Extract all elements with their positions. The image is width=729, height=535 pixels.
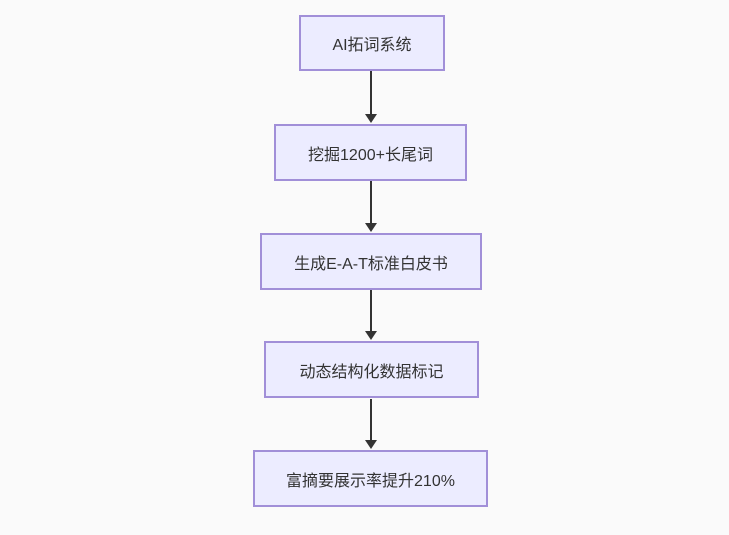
flow-node-label: 挖掘1200+长尾词 — [308, 146, 433, 164]
arrowhead-down-icon — [365, 331, 377, 340]
flow-node-label: 富摘要展示率提升210% — [286, 472, 455, 490]
arrowhead-down-icon — [365, 223, 377, 232]
flow-node-label: 动态结构化数据标记 — [299, 363, 444, 381]
arrow-line — [370, 290, 372, 331]
arrow-line — [370, 181, 372, 223]
flow-arrow-3 — [365, 290, 377, 340]
arrow-line — [370, 399, 372, 440]
flow-arrow-4 — [365, 399, 377, 449]
arrowhead-down-icon — [365, 440, 377, 449]
flow-arrow-1 — [365, 71, 377, 123]
flow-node-eat-whitepaper: 生成E-A-T标准白皮书 — [260, 233, 482, 290]
arrow-line — [370, 71, 372, 114]
flow-node-longtail-mining: 挖掘1200+长尾词 — [274, 124, 467, 181]
flow-node-ai-keyword-system: AI拓词系统 — [299, 15, 445, 71]
flow-node-rich-snippet-result: 富摘要展示率提升210% — [253, 450, 488, 507]
flow-arrow-2 — [365, 181, 377, 232]
flow-node-label: 生成E-A-T标准白皮书 — [294, 255, 448, 273]
arrowhead-down-icon — [365, 114, 377, 123]
flow-node-structured-data: 动态结构化数据标记 — [264, 341, 479, 398]
flow-node-label: AI拓词系统 — [332, 37, 412, 54]
